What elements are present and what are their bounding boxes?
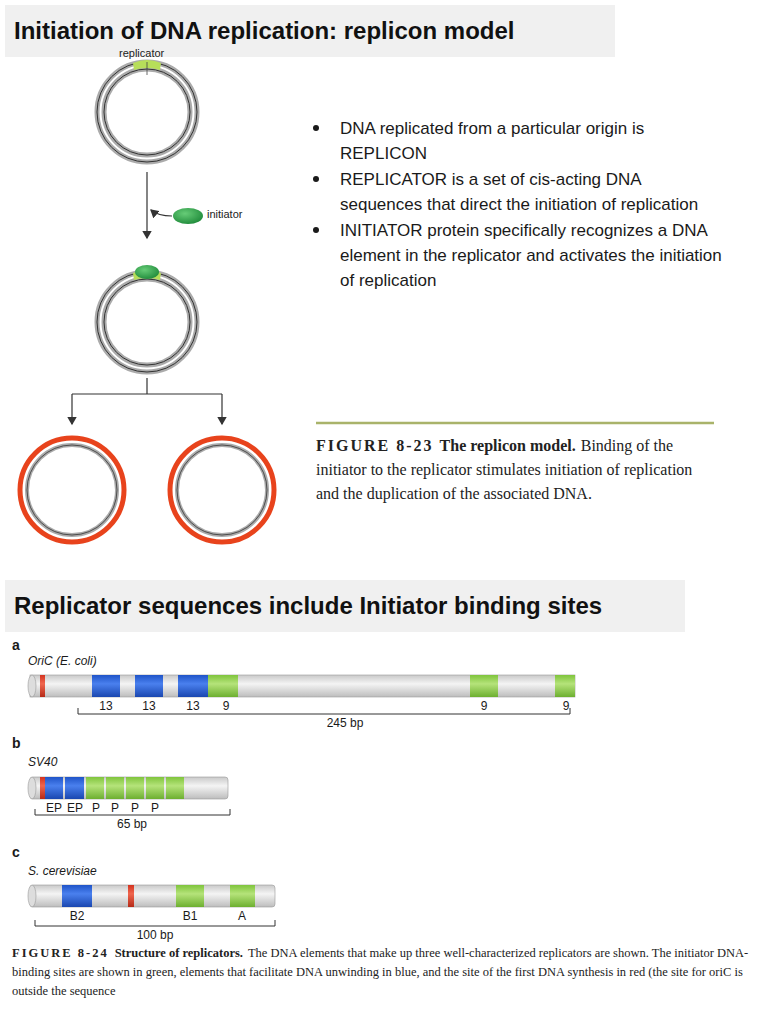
element-label: B1 xyxy=(183,909,198,923)
arrow xyxy=(151,210,172,216)
length-label: 245 bp xyxy=(327,716,364,730)
element-label: 9 xyxy=(563,699,570,713)
initiator-protein xyxy=(173,208,203,224)
dna-band xyxy=(28,777,228,799)
length-label: 100 bp xyxy=(137,928,174,942)
initiator-protein xyxy=(135,265,159,279)
figure-caption: FIGURE 8-23The replicon model.Binding of… xyxy=(316,434,716,506)
caption-rule xyxy=(316,422,714,425)
title-band xyxy=(5,5,615,57)
element-label: P xyxy=(92,801,100,815)
element-label: 9 xyxy=(481,699,488,713)
replicator-name: S. cerevisiae xyxy=(28,864,97,878)
element-label: EP xyxy=(46,801,62,815)
element-label: A xyxy=(238,909,246,923)
arrow xyxy=(146,172,147,238)
figure-number: FIGURE 8-24 xyxy=(12,946,109,960)
panel-letter: c xyxy=(12,844,20,860)
element-label: 13 xyxy=(186,699,199,713)
panel-letter: a xyxy=(12,637,20,653)
bullet-dot xyxy=(313,176,319,182)
heading-band xyxy=(5,580,685,632)
element-label: P xyxy=(111,801,119,815)
bullet-dot xyxy=(313,227,319,233)
part-label: replicator xyxy=(119,47,164,59)
replicator-name: SV40 xyxy=(28,755,57,769)
heading: Replicator sequences include Initiator b… xyxy=(14,592,602,620)
element-label: 13 xyxy=(142,699,155,713)
element-label: EP xyxy=(67,801,83,815)
dna-band xyxy=(28,675,575,697)
element-label: 9 xyxy=(223,699,230,713)
bullet-dots xyxy=(313,125,319,233)
replicator-name: OriC (E. coli) xyxy=(28,654,97,668)
plasmid-circle xyxy=(97,272,197,372)
element-label: 13 xyxy=(99,699,112,713)
daughter-circle xyxy=(20,438,124,542)
element-label: P xyxy=(131,801,139,815)
figure-title: Structure of replicators. xyxy=(115,946,243,960)
panel-letter: b xyxy=(12,735,21,751)
bullet-text: DNA replicated from a particular origin … xyxy=(340,116,725,166)
figure-title: The replicon model. xyxy=(440,437,576,454)
element-label: B2 xyxy=(70,909,85,923)
figure-caption: FIGURE 8-24Structure of replicators.The … xyxy=(12,944,760,1001)
part-label: initiator xyxy=(207,208,242,220)
bullet-text: REPLICATOR is a set of cis-acting DNA se… xyxy=(340,167,725,217)
leader-line xyxy=(147,62,148,75)
plasmid-circle xyxy=(97,62,197,162)
daughter-circle xyxy=(170,438,274,542)
element-label: P xyxy=(151,801,159,815)
bullet-dot xyxy=(313,125,319,131)
title: Initiation of DNA replication: replicon … xyxy=(14,17,514,45)
length-label: 65 bp xyxy=(117,817,147,831)
split-arrow xyxy=(72,378,222,424)
dna-band xyxy=(28,885,275,907)
figure-number: FIGURE 8-23 xyxy=(316,437,434,454)
bullet-text: INITIATOR protein specifically recognize… xyxy=(340,218,725,293)
